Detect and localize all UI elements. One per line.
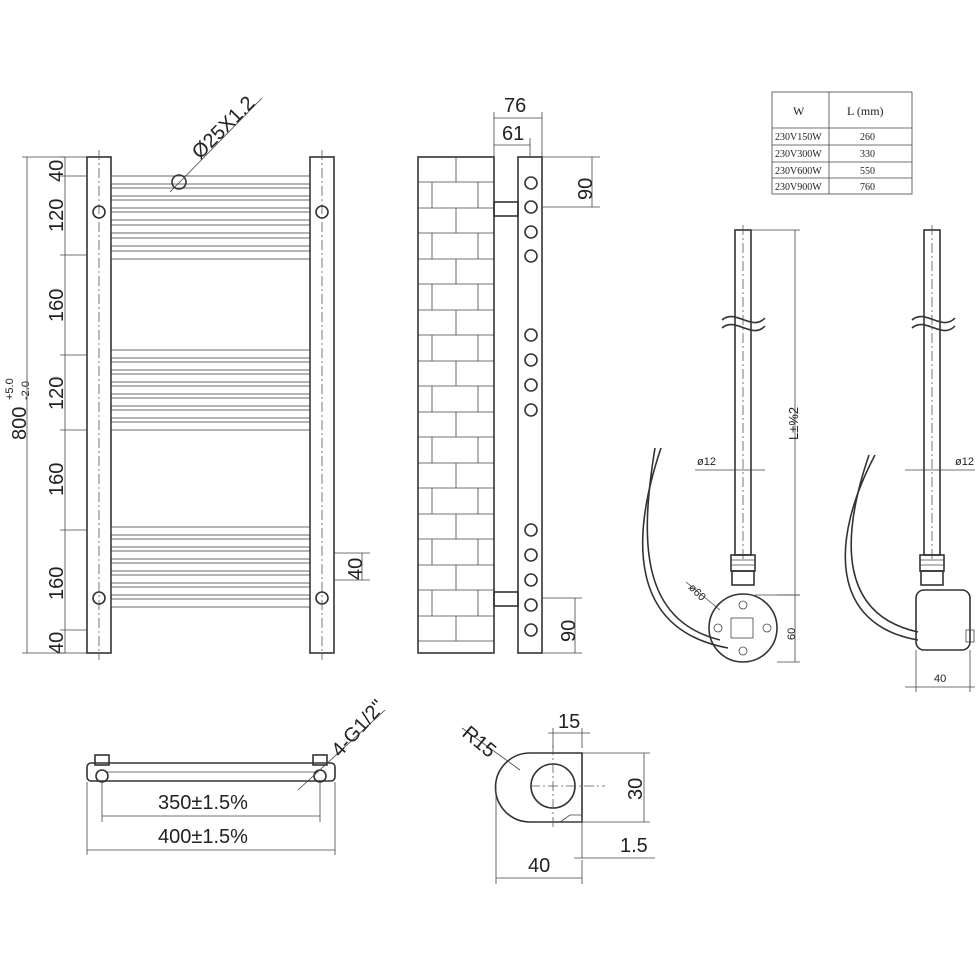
depth-inner: 61 [502, 123, 524, 145]
table-row-l: 330 [860, 149, 875, 160]
bottom-view: 4-G1/2" 350±1.5% 400±1.5% [86, 696, 389, 855]
display-icon [730, 617, 754, 639]
tube-section-icon [171, 174, 187, 190]
mount-hole-icon [315, 205, 329, 219]
height-tol-lower: -2.0 [20, 381, 32, 400]
power-cable [850, 454, 919, 633]
thermostat-side [915, 589, 971, 651]
spacing-label-5: 160 [46, 463, 68, 496]
depth-outer: 76 [504, 95, 526, 117]
spacing-label-3: 160 [46, 289, 68, 322]
element-diameter: ø12 [697, 456, 716, 468]
table-header-w: W [793, 104, 805, 118]
table-row-w: 230V900W [775, 182, 822, 193]
crossbar-group-2 [110, 349, 311, 431]
mount-hole-icon [92, 205, 106, 219]
mode-button-icon[interactable] [738, 646, 748, 656]
top-bracket-dim: 90 [575, 178, 597, 200]
section-thickness: 1.5 [620, 835, 648, 857]
section-view: R15 15 30 1.5 40 [458, 711, 655, 884]
section-height: 30 [625, 778, 647, 800]
spacing-label-7: 40 [46, 632, 68, 654]
connections-label: 4-G1/2" [327, 696, 389, 761]
power-cable [646, 447, 721, 641]
length-label: L±%2 [786, 407, 801, 440]
table-row-l: 260 [860, 132, 875, 143]
thermostat-head [708, 593, 778, 663]
brick-pattern [418, 157, 494, 642]
height-tol-upper: +5.0 [4, 378, 16, 400]
bar-height-label: 40 [345, 558, 367, 580]
table-row-w: 230V300W [775, 149, 822, 160]
crossbar-group-3 [110, 526, 311, 608]
table-header-l: L (mm) [847, 104, 884, 118]
overall-width-dim: 400±1.5% [158, 826, 248, 848]
table-row-l: 760 [860, 182, 875, 193]
spacing-label-2: 120 [46, 199, 68, 232]
table-row-w: 230V600W [775, 166, 822, 177]
rail-section [494, 752, 583, 823]
spacing-label-6: 160 [46, 567, 68, 600]
connection-port-icon [312, 754, 328, 766]
table-row-w: 230V150W [775, 132, 822, 143]
bracket-bottom [493, 591, 519, 607]
mount-hole-icon [92, 591, 106, 605]
radius-label: R15 [458, 722, 500, 762]
height-dim: 800 [9, 407, 31, 440]
crossbar-group-1 [110, 175, 311, 260]
side-element-diameter: ø12 [955, 456, 974, 468]
bottom-profile [86, 762, 336, 782]
heater-front-view: L±%2 ø12 ø60 60 [641, 225, 801, 663]
tube-label: Ø25X1.2 [188, 92, 259, 163]
side-width: 40 [934, 673, 946, 685]
front-view: Ø25X1.2 40 120 160 120 160 160 40 800 +5… [4, 92, 370, 660]
power-button-icon[interactable] [738, 600, 748, 610]
bottom-bracket-dim: 90 [558, 620, 580, 642]
spec-table: W L (mm) 230V150W 260 230V300W 330 230V6… [771, 91, 913, 195]
side-tube-ends [524, 176, 538, 637]
section-width: 40 [528, 855, 550, 877]
spacing-label-4: 120 [46, 377, 68, 410]
side-view: 76 61 90 90 [417, 95, 600, 654]
centers-dim: 350±1.5% [158, 792, 248, 814]
spacing-label-1: 40 [46, 160, 68, 182]
bracket-top [493, 201, 519, 217]
head-height: 60 [786, 628, 798, 640]
mount-hole-icon [315, 591, 329, 605]
plus-button-icon[interactable] [762, 623, 772, 633]
heater-side-view: ø12 40 [844, 225, 975, 692]
side-rail [517, 156, 543, 654]
table-row-l: 550 [860, 166, 875, 177]
minus-button-icon[interactable] [713, 623, 723, 633]
section-top-width: 15 [558, 711, 580, 733]
connection-port-icon [94, 754, 110, 766]
